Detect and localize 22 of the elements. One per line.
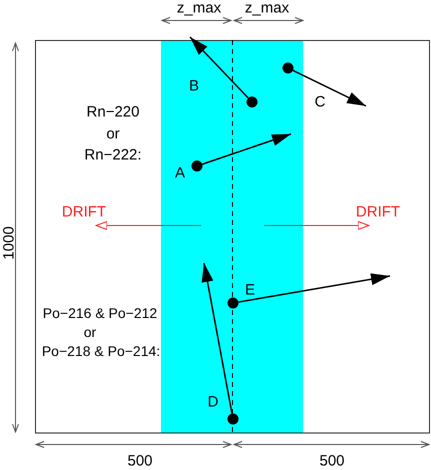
track-arrow	[202, 262, 233, 414]
track-arrow	[202, 133, 292, 165]
annotation-text: or	[106, 126, 120, 142]
annotation-text: Rn−222:	[84, 148, 142, 162]
track-arrow	[189, 36, 249, 99]
annotation-text: Rn−220	[86, 104, 140, 120]
track-arrow	[238, 273, 390, 303]
dimension-label: 500	[319, 454, 345, 468]
point-label: B	[189, 78, 199, 94]
dimension-label: 500	[127, 454, 153, 468]
annotation-text: or	[84, 325, 96, 339]
point-label: D	[208, 394, 218, 410]
drift-label: DRIFT	[356, 204, 400, 220]
point-label: C	[314, 94, 326, 110]
annotation-text: Po−216 & Po−212	[42, 306, 158, 320]
dimension-label: z_max	[176, 0, 222, 16]
annotation-text: Po−218 & Po−214:	[42, 344, 160, 358]
dimension-label: 1000	[2, 226, 16, 260]
dimension-label: z_max	[244, 0, 290, 16]
point-label: A	[175, 166, 185, 180]
point-label: E	[245, 282, 255, 298]
drift-label: DRIFT	[62, 204, 106, 220]
